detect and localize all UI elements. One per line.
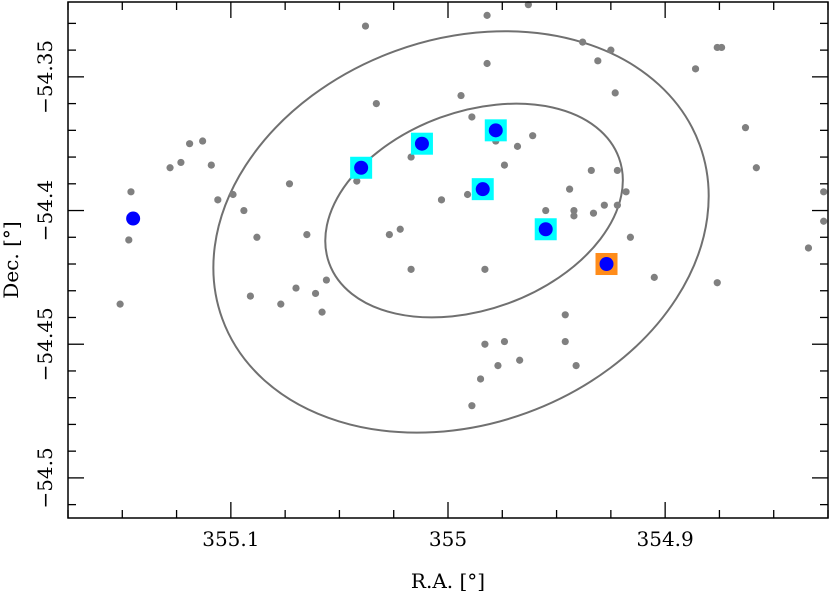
- gray-point: [613, 166, 621, 175]
- gray-point: [229, 190, 237, 199]
- gray-point: [361, 22, 370, 30]
- gray-point: [437, 196, 446, 204]
- blue-point: [538, 222, 553, 237]
- blue-point: [126, 211, 141, 226]
- gray-point: [529, 132, 537, 140]
- gray-point: [713, 279, 721, 287]
- gray-point: [752, 164, 760, 172]
- gray-point: [691, 65, 700, 73]
- gray-point: [626, 233, 635, 241]
- gray-point: [468, 402, 476, 410]
- y-axis-title: Dec. [°]: [0, 221, 23, 298]
- plot-frame: [67, 1, 829, 519]
- gray-point: [207, 161, 215, 169]
- gray-point: [622, 188, 630, 196]
- y-tick-label: −54.5: [33, 447, 57, 508]
- gray-point: [570, 206, 578, 215]
- gray-point: [594, 57, 602, 65]
- gray-point: [804, 244, 813, 252]
- blue-point: [475, 182, 490, 197]
- gray-point: [587, 166, 595, 175]
- gray-point: [483, 11, 491, 19]
- gray-point: [372, 99, 380, 108]
- gray-point: [318, 308, 326, 316]
- gray-point: [561, 337, 569, 346]
- gray-point: [353, 177, 361, 185]
- gray-point: [570, 212, 578, 220]
- tick-layer: 355.1 355 354.9 −54.35 −54.4 −54.45 −54.5: [33, 2, 829, 551]
- gray-point: [741, 124, 750, 132]
- y-tick-label: −54.45: [33, 307, 57, 381]
- gray-point: [303, 231, 311, 239]
- gray-point: [513, 142, 522, 150]
- gray-point: [396, 225, 404, 233]
- gray-point: [116, 300, 124, 308]
- gray-point: [566, 185, 574, 193]
- blue-point: [354, 160, 369, 175]
- gray-point: [572, 362, 580, 370]
- gray-point: [500, 161, 509, 169]
- gray-point: [607, 46, 615, 54]
- gray-point: [240, 206, 248, 215]
- gray-point: [494, 362, 502, 370]
- gray-point: [127, 188, 135, 196]
- gray-point: [166, 164, 174, 172]
- x-tick-label: 355: [429, 527, 467, 551]
- gray-point: [589, 209, 598, 217]
- gray-point: [407, 153, 415, 161]
- gray-point: [542, 206, 550, 215]
- gray-point: [481, 340, 489, 348]
- gray-point: [650, 273, 658, 281]
- gray-point: [516, 356, 524, 364]
- gray-point: [311, 289, 320, 298]
- contour-layer: [212, 30, 710, 434]
- x-axis-title: R.A. [°]: [411, 569, 485, 593]
- gray-point: [277, 300, 285, 308]
- gray-point: [214, 196, 222, 204]
- gray-point: [186, 140, 194, 148]
- gray-point: [177, 158, 185, 167]
- gray-point: [561, 311, 569, 319]
- gray-point: [322, 276, 330, 284]
- gray-point: [579, 38, 587, 46]
- blue-point: [599, 257, 614, 272]
- gray-point: [524, 1, 532, 9]
- gray-point: [611, 89, 619, 97]
- contour-1: [324, 102, 624, 319]
- gray-point: [407, 265, 415, 273]
- gray-point: [199, 137, 207, 145]
- y-tick-label: −54.4: [33, 180, 57, 241]
- gray-point: [292, 284, 300, 292]
- gray-point: [613, 201, 621, 209]
- x-tick-label: 355.1: [202, 527, 259, 551]
- gray-point: [463, 190, 472, 199]
- gray-point: [476, 375, 485, 383]
- gray-point: [500, 337, 509, 346]
- gray-point: [481, 265, 489, 273]
- gray-point: [385, 231, 393, 239]
- y-tick-label: −54.35: [33, 40, 57, 114]
- blue-point: [488, 123, 503, 138]
- blue-points-layer: [126, 123, 614, 272]
- gray-point: [285, 180, 294, 188]
- gray-points-layer: [116, 1, 828, 410]
- gray-point: [718, 43, 726, 52]
- gray-point: [600, 201, 608, 209]
- gray-point: [457, 91, 465, 100]
- gray-point: [125, 236, 133, 244]
- gray-point: [483, 59, 491, 68]
- x-tick-label: 354.9: [637, 527, 694, 551]
- gray-point: [246, 292, 254, 300]
- blue-point: [414, 136, 429, 151]
- gray-point: [468, 113, 476, 121]
- gray-point: [253, 233, 261, 241]
- contour-2: [212, 30, 710, 434]
- gray-point: [820, 217, 828, 225]
- gray-point: [820, 188, 828, 196]
